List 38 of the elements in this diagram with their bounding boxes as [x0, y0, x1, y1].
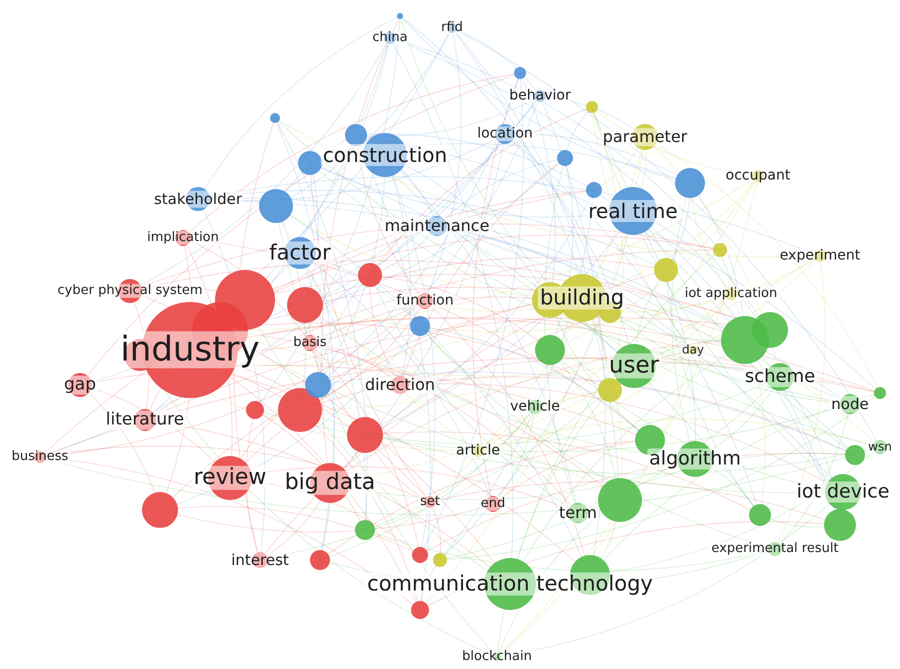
keyword-label: article — [454, 443, 502, 459]
keyword-label: parameter — [600, 128, 690, 146]
keyword-label: iot application — [682, 286, 780, 302]
keyword-label: review — [192, 466, 268, 490]
keyword-label: term — [557, 504, 599, 522]
keyword-label: experimental result — [709, 542, 841, 556]
keyword-label: day — [680, 343, 706, 357]
keyword-label: big data — [282, 470, 378, 496]
keyword-label: factor — [267, 241, 333, 265]
keyword-label: end — [478, 496, 508, 512]
keyword-label: occupant — [724, 168, 792, 184]
keyword-label: stakeholder — [152, 190, 244, 208]
keyword-label: business — [10, 450, 70, 464]
keyword-label: construction — [320, 144, 450, 166]
keyword-label: real time — [586, 200, 680, 222]
keyword-label: building — [538, 286, 626, 310]
keyword-label: basis — [291, 336, 329, 350]
keyword-label: gap — [62, 376, 98, 394]
keyword-label: experiment — [778, 248, 862, 264]
keyword-label: function — [394, 293, 456, 309]
keyword-label: rfid — [439, 20, 465, 36]
keyword-label: vehicle — [508, 399, 562, 415]
keyword-label: set — [418, 494, 442, 510]
keyword-label: cyber physical system — [56, 284, 204, 298]
keyword-label: wsn — [866, 440, 894, 454]
keyword-label: algorithm — [647, 448, 743, 470]
keyword-label: iot device — [794, 482, 892, 502]
keyword-label: direction — [362, 376, 438, 394]
keyword-label: maintenance — [382, 217, 492, 235]
keyword-label: behavior — [507, 88, 573, 104]
keyword-label: implication — [145, 230, 221, 246]
keyword-label: node — [829, 396, 871, 412]
keyword-label: china — [370, 30, 410, 46]
keyword-label: literature — [104, 410, 186, 430]
keyword-label: user — [606, 353, 662, 379]
keyword-label: industry — [118, 331, 262, 369]
keyword-label: communication technology — [365, 572, 655, 596]
keyword-label: scheme — [742, 367, 818, 387]
